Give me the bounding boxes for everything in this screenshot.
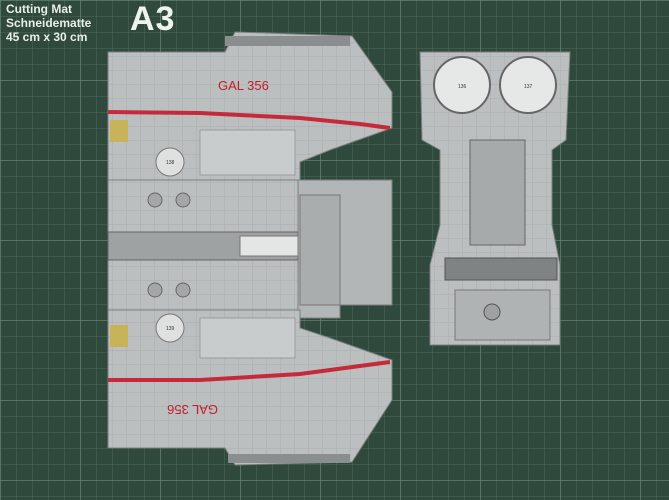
hull-code-bottom: GAL 356 bbox=[167, 402, 218, 417]
panel-lower bbox=[199, 317, 296, 359]
part-label-3: 138 bbox=[166, 160, 175, 166]
deck-vent-band bbox=[444, 257, 558, 281]
round-detail-4 bbox=[175, 282, 191, 298]
mat-line-1: Cutting Mat bbox=[6, 2, 72, 16]
red-stripe-bottom bbox=[108, 360, 391, 382]
deck-sheet bbox=[419, 51, 571, 346]
hull-tab-inner bbox=[299, 194, 341, 306]
hull-light-panel bbox=[239, 235, 299, 257]
deck-disc-left bbox=[433, 56, 491, 114]
panel-upper bbox=[199, 129, 296, 176]
part-label-4: 139 bbox=[166, 326, 175, 332]
deck-small-disc bbox=[483, 303, 501, 321]
hull-vent-strip-top bbox=[225, 36, 350, 46]
mat-line-3: 45 cm x 30 cm bbox=[6, 30, 88, 44]
round-detail-2 bbox=[175, 192, 191, 208]
yellow-marker-top bbox=[110, 120, 128, 142]
part-label-1: 136 bbox=[458, 84, 467, 90]
hull-bottom-wedge bbox=[107, 309, 393, 466]
deck-center-strip bbox=[469, 139, 526, 246]
hull-code-top: GAL 356 bbox=[218, 78, 269, 93]
disc-lower bbox=[155, 313, 185, 343]
part-label-2: 137 bbox=[524, 84, 533, 90]
disc-upper bbox=[155, 147, 185, 177]
hull-sheet bbox=[107, 31, 393, 466]
yellow-marker-bottom bbox=[110, 325, 128, 347]
red-stripe-top bbox=[107, 110, 391, 130]
deck-lower-panel bbox=[454, 289, 551, 341]
hull-vent-strip-bottom bbox=[228, 454, 350, 463]
mat-line-2: Schneidematte bbox=[6, 16, 92, 30]
mat-brand-text: Cutting Mat Schneidematte 45 cm x 30 cm bbox=[6, 2, 91, 44]
round-detail-3 bbox=[147, 282, 163, 298]
mat-size-label: A3 bbox=[130, 0, 176, 38]
deck-disc-right bbox=[499, 56, 557, 114]
round-detail-1 bbox=[147, 192, 163, 208]
